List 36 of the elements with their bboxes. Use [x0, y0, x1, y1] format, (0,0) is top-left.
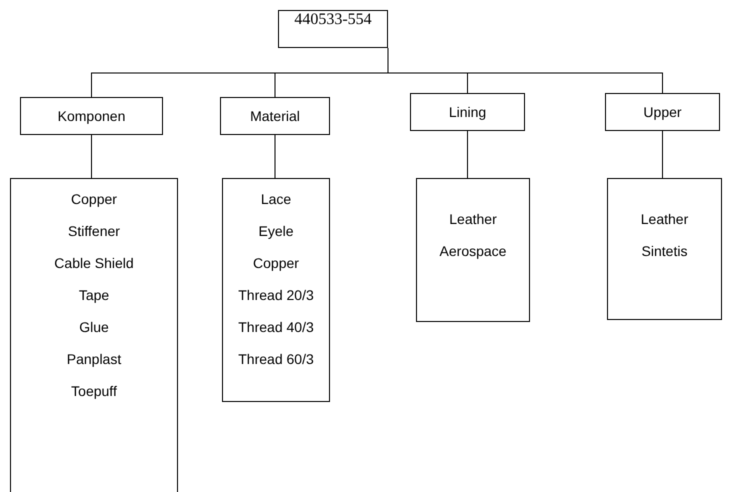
category-label: 440533-554	[294, 11, 372, 29]
list-item: Copper	[253, 254, 299, 273]
list-item: Tape	[78, 286, 110, 305]
category-label: Upper	[643, 104, 682, 120]
list-item: Thread 20/3	[238, 286, 314, 305]
list-item: Lace	[260, 190, 292, 209]
connector-line	[662, 130, 663, 178]
list-item: Thread 40/3	[238, 318, 314, 337]
list-item: Thread 60/3	[238, 350, 314, 369]
category-box	[278, 10, 388, 48]
list-box	[416, 178, 530, 322]
connector-line	[91, 134, 92, 178]
category-box	[20, 97, 163, 135]
category-label: Komponen	[58, 108, 126, 124]
category-box	[220, 97, 330, 135]
list-item: Panplast	[66, 350, 122, 369]
category-label: Material	[250, 108, 300, 124]
category-label: Lining	[448, 104, 486, 120]
list-item: Toepuff	[71, 382, 117, 401]
connector-line	[467, 130, 468, 178]
list-item: Cable Shield	[54, 254, 134, 273]
connector-line	[274, 134, 276, 178]
category-box	[410, 93, 525, 131]
list-box	[222, 178, 330, 402]
list-item: Stiffener	[68, 222, 120, 241]
list-item: Aerospace	[440, 242, 506, 261]
connector-line	[388, 48, 663, 94]
list-item: Leather	[449, 210, 497, 229]
list-item: Sintetis	[642, 242, 688, 261]
list-box	[10, 178, 178, 492]
list-item: Eyele	[258, 222, 294, 241]
category-box	[605, 93, 720, 131]
list-item: Leather	[640, 210, 688, 229]
list-box	[607, 178, 722, 320]
list-item: Copper	[71, 190, 117, 209]
list-item: Glue	[79, 318, 109, 337]
